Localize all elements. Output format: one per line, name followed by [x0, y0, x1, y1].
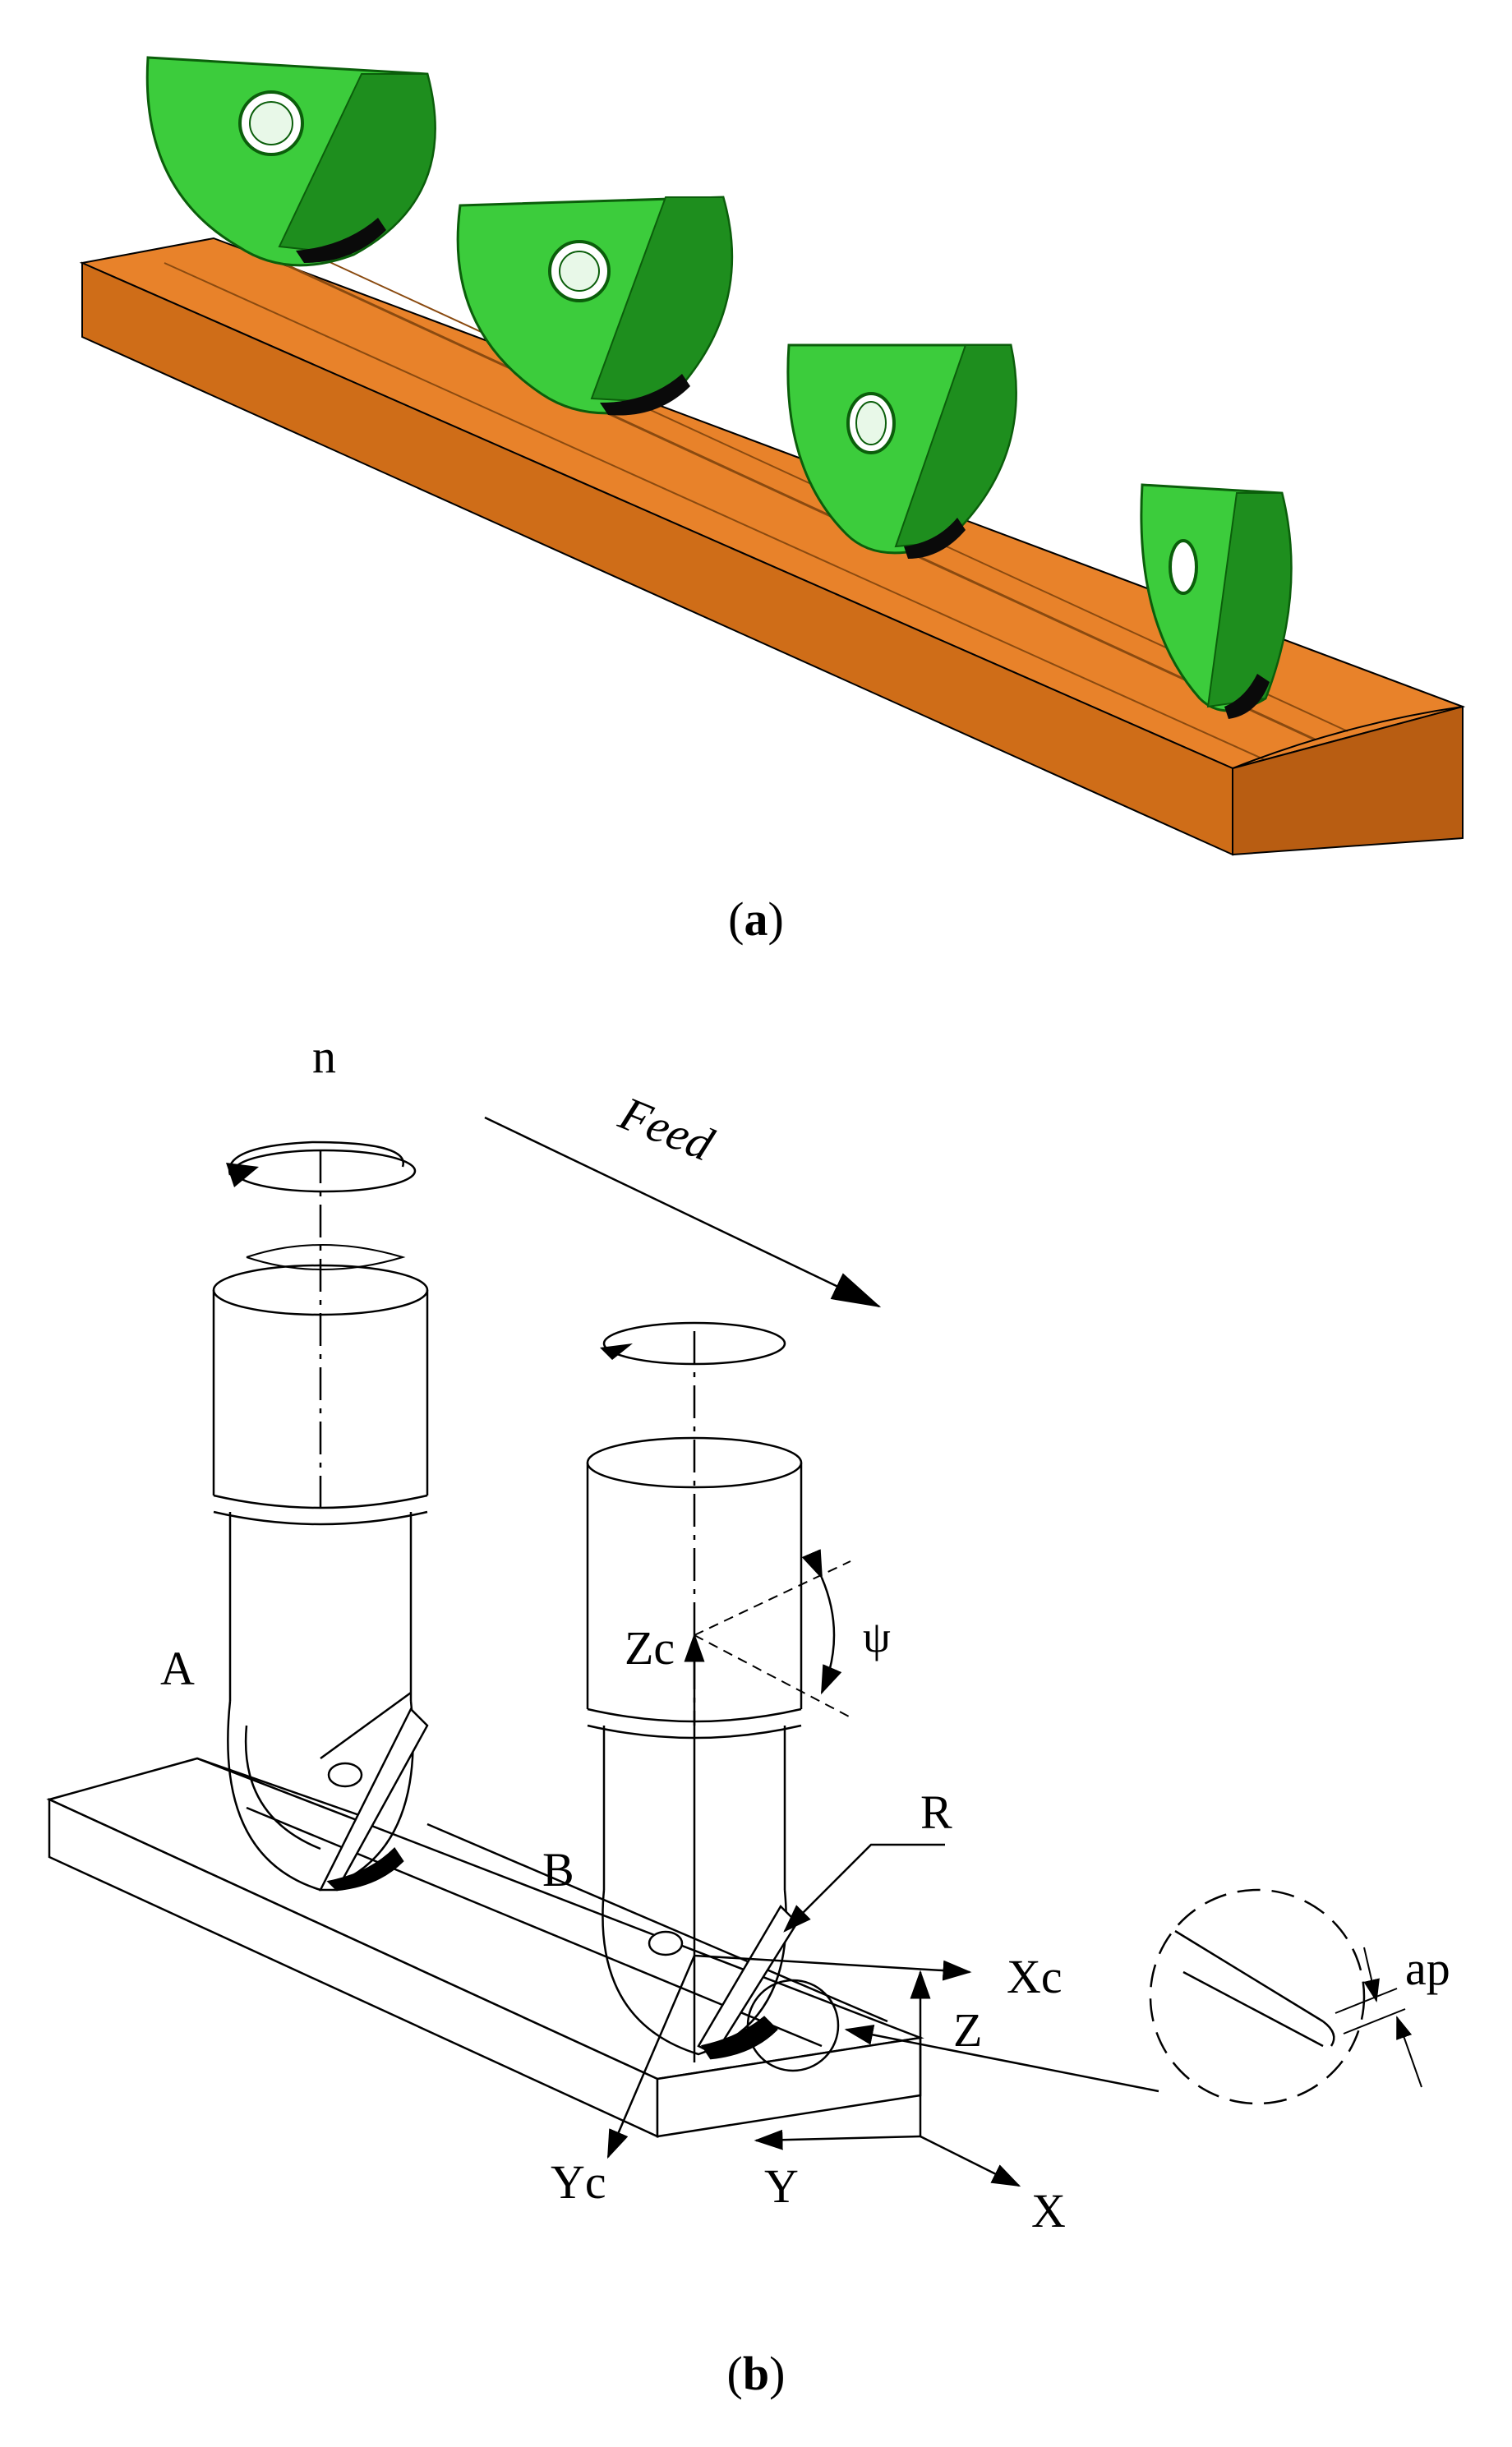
milling-3d-render	[79, 56, 1466, 856]
panel-a-3d-model: (a)	[0, 0, 1512, 986]
label-ap: ap	[1405, 1942, 1450, 1995]
feed-arrow	[484, 1116, 882, 1308]
label-yc: Yc	[551, 2155, 606, 2209]
label-zc: Zc	[625, 1621, 675, 1675]
workpiece-block	[46, 1757, 924, 2138]
label-z: Z	[953, 2003, 982, 2057]
cutter-insert-3	[786, 343, 1017, 559]
rotation-arrow-a	[228, 1141, 404, 1176]
workpiece-bar	[79, 237, 1466, 856]
tool-b	[586, 1331, 803, 2060]
cutter-insert-2	[456, 196, 734, 416]
detail-zoom	[1149, 1888, 1422, 2105]
label-xc: Xc	[1007, 1950, 1063, 2003]
caption-a: (a)	[728, 892, 784, 946]
label-y: Y	[764, 2159, 799, 2213]
label-n: n	[312, 1030, 336, 1083]
label-feed: Feed	[611, 1085, 721, 1171]
label-psi: ψ	[863, 1612, 891, 1661]
cutter-insert-1	[145, 56, 436, 267]
label-a: A	[160, 1642, 195, 1695]
caption-b: (b)	[726, 2347, 786, 2400]
milling-schematic: n Feed A B Zc Xc Yc ψ R ap X Y Z	[46, 1030, 1450, 2237]
label-b: B	[542, 1843, 574, 1896]
tool-a	[212, 1150, 429, 1892]
label-x: X	[1031, 2184, 1066, 2237]
cutter-insert-4	[1140, 483, 1293, 719]
label-r: R	[920, 1786, 952, 1839]
panel-b-schematic: n Feed A B Zc Xc Yc ψ R ap X Y Z (b)	[0, 986, 1512, 2447]
